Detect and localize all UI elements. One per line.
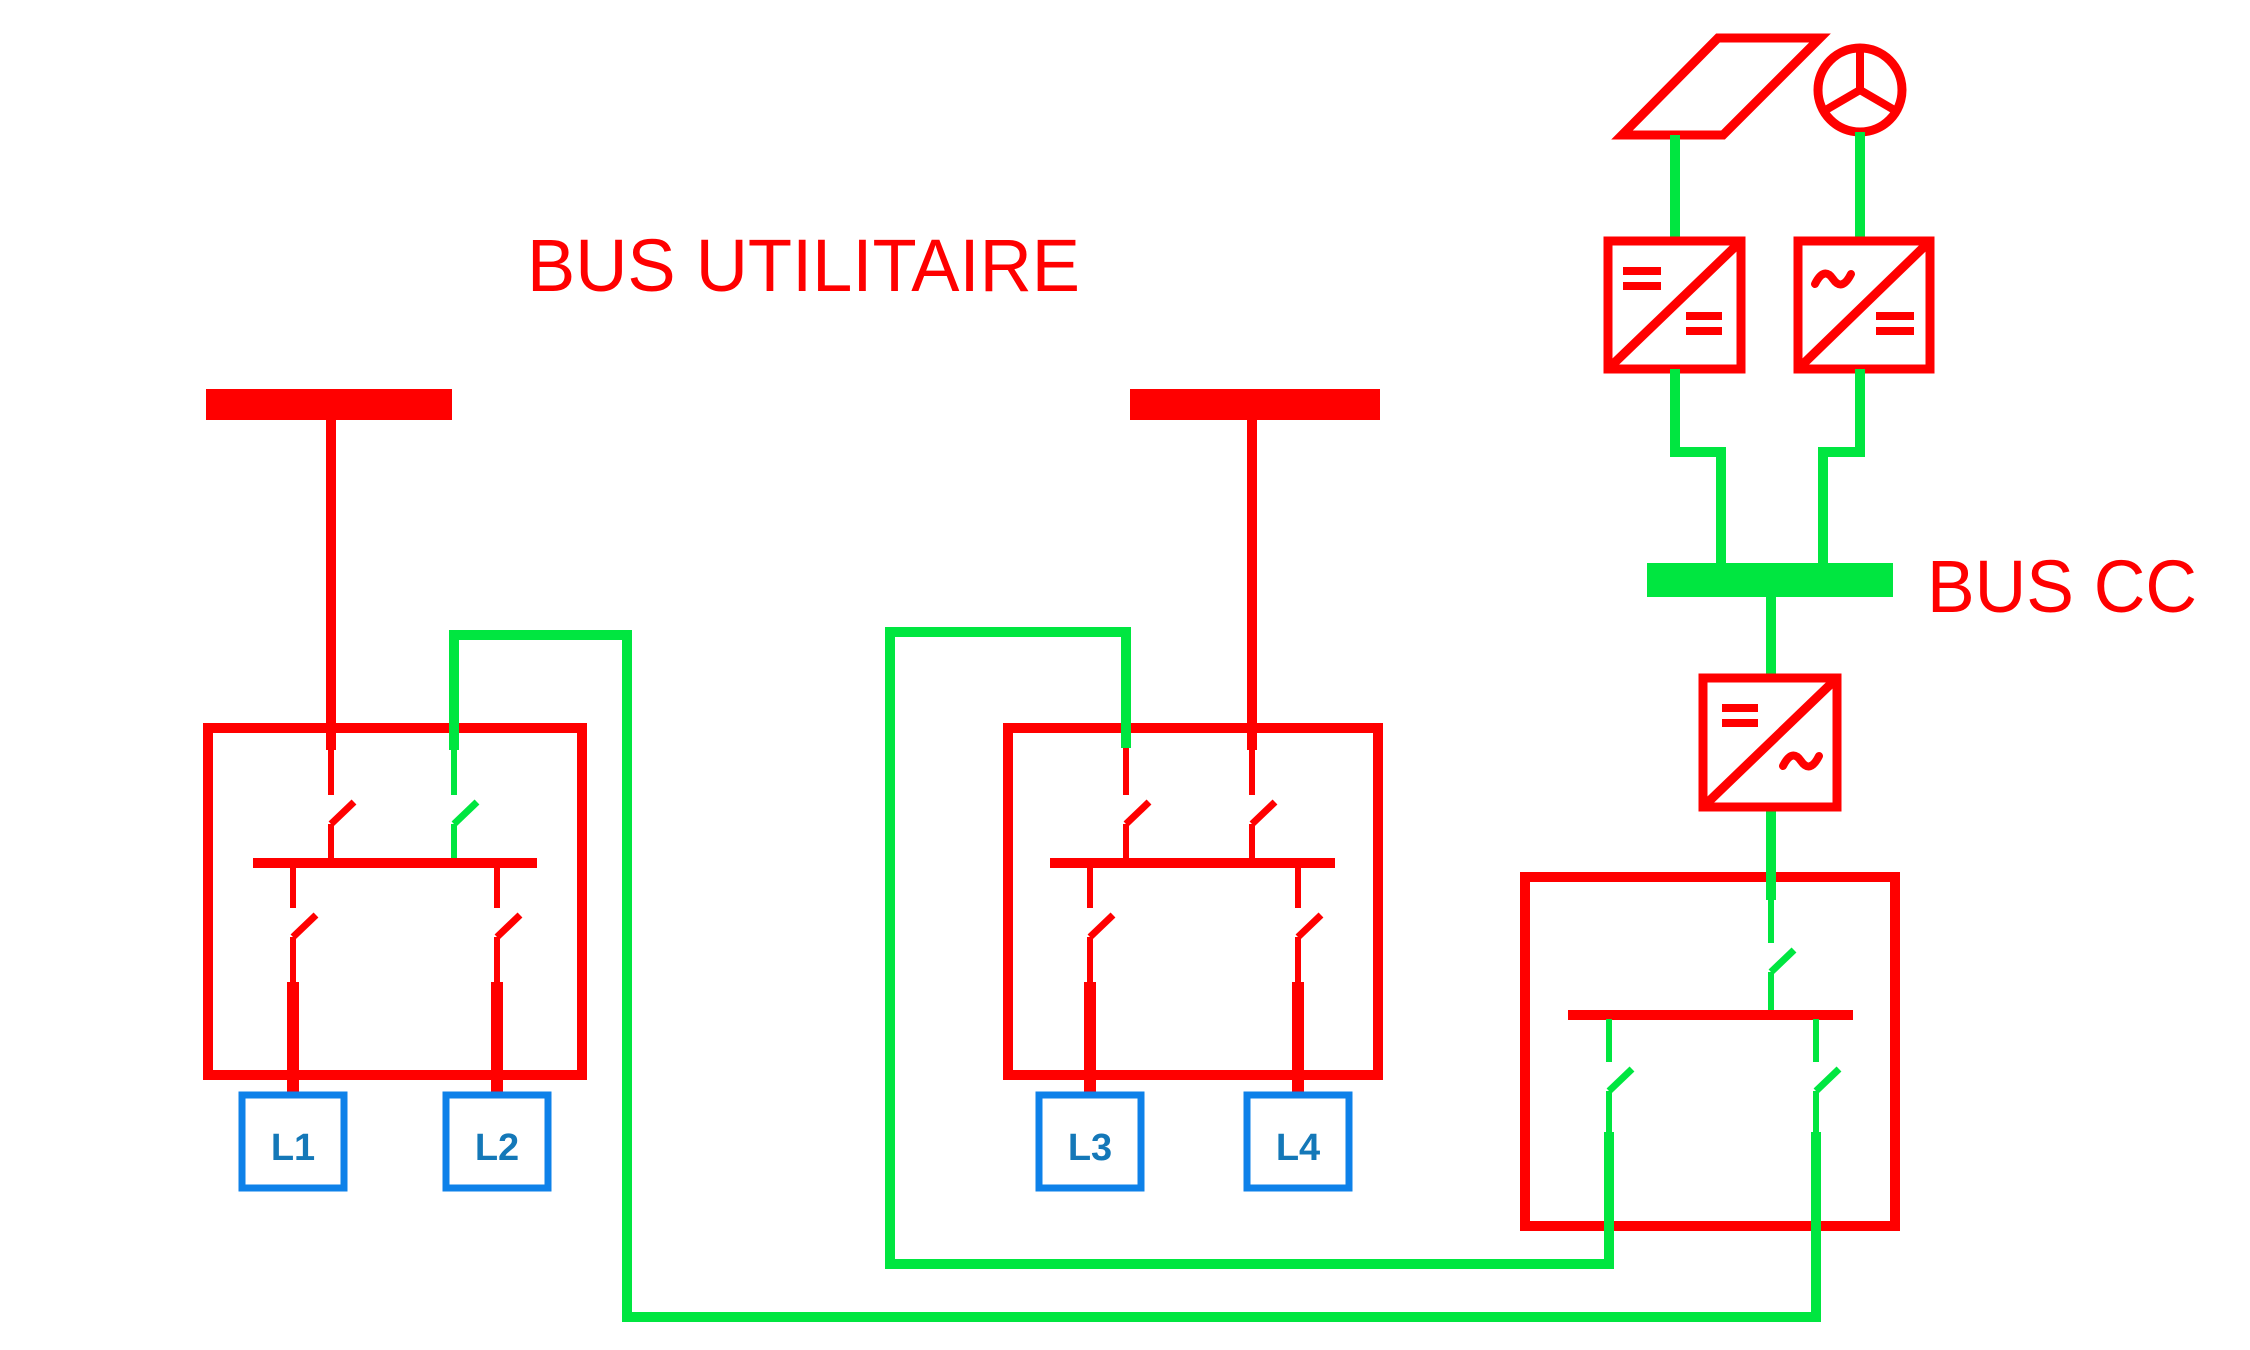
switch-sb2-incomer-right [1249,750,1278,858]
switch-blade [1295,912,1324,940]
switch-feeder-l3 [1084,868,1116,1097]
load-l2-box [442,1091,552,1192]
switch-dcsb-feeder-right [1813,1019,1842,1132]
switch-feeder-l2 [491,868,523,1097]
dc-bus [1647,563,1893,597]
switch-blade [1768,947,1797,975]
ac-dc-converter [1793,236,1935,374]
load-l1-box [238,1091,348,1192]
switchboard-2-bar [1050,858,1335,868]
wind-turbine-icon [1813,43,1907,137]
load-l3-box [1035,1091,1145,1192]
switch-feeder-l4 [1292,868,1324,1097]
switch-feeder-l1 [287,868,319,1097]
line-dcdc-to-dcbus [1670,369,1726,563]
load-l2-label: L2 [475,1127,519,1169]
switch-sb1-incomer-red [328,750,357,858]
green-loop-left [449,630,1821,1322]
line-acdc-to-dcbus [1818,369,1865,563]
bus-cc-label: BUS CC [1927,545,2197,628]
load-l4: L4 [1243,1091,1353,1192]
switch-blade [451,799,480,827]
switch-blade [1813,1066,1842,1094]
switch-blade [1123,799,1152,827]
load-l3: L3 [1035,1091,1145,1192]
load-l1-label: L1 [271,1127,315,1169]
switch-blade [290,912,319,940]
load-l4-box [1243,1091,1353,1192]
load-l4-label: L4 [1276,1127,1320,1169]
ac-tilde [1811,269,1855,289]
load-l3-label: L3 [1068,1127,1112,1169]
switchboard-1-bar [253,858,537,868]
bus-utilitaire-label: BUS UTILITAIRE [527,224,1080,307]
switch-sb2-incomer-left [1123,748,1152,858]
dc-switchboard-bar [1568,1010,1853,1020]
switch-blade [1249,799,1278,827]
utility-bus-1 [206,389,452,420]
switch-blade [1606,1066,1635,1094]
load-l1: L1 [238,1091,348,1192]
dc-ac-converter [1698,673,1842,812]
green-loop-middle [885,627,1614,1269]
utility-switchboard-2 [1003,723,1383,1080]
switch-dcsb-feeder-left [1606,1019,1635,1132]
load-l2: L2 [442,1091,552,1192]
switch-sb1-incomer-green [451,750,480,858]
dc-switchboard [1520,872,1900,1231]
ac-tilde [1779,751,1823,771]
switch-dcsb-incomer [1766,807,1797,1010]
solar-panel-icon [1611,33,1831,140]
switch-blade [494,912,523,940]
dc-dc-converter [1603,236,1746,374]
switch-blade [1087,912,1116,940]
switch-blade [328,799,357,827]
utility-switchboard-1 [203,723,587,1080]
utility-bus-2 [1130,389,1380,420]
